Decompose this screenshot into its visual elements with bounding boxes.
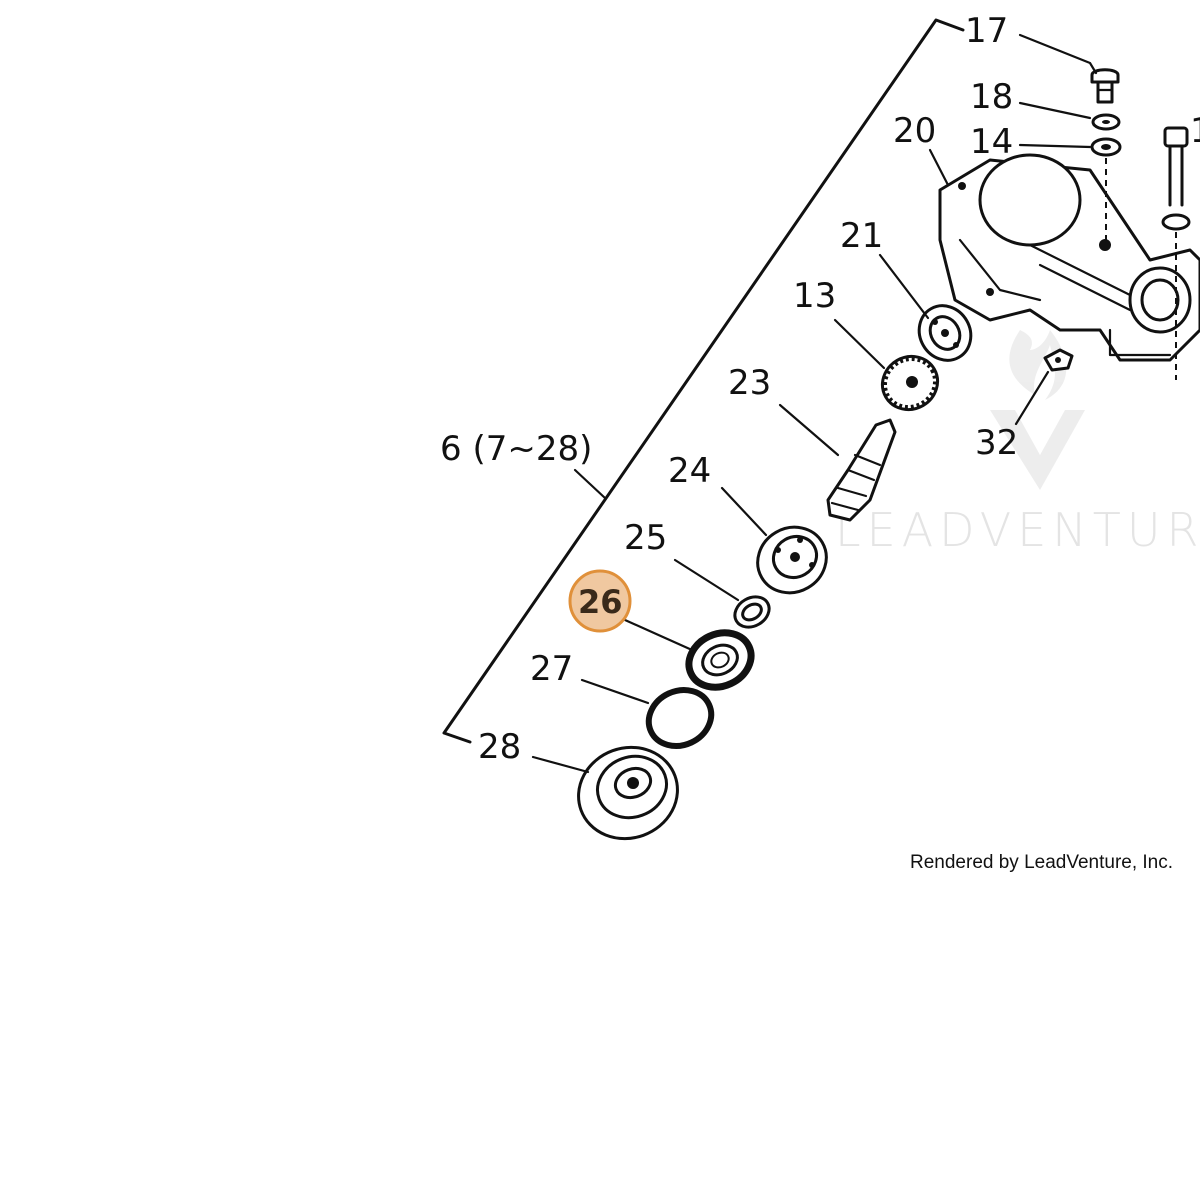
cover-part-28 [577, 745, 679, 841]
credit-text: Rendered by LeadVenture, Inc. [910, 852, 1173, 873]
nut-part-32 [1043, 348, 1074, 372]
label-part-18: 18 [970, 77, 1013, 117]
bearing-part-24 [756, 525, 828, 595]
label-part-partial: 1 [1190, 111, 1200, 151]
label-part-14: 14 [970, 122, 1013, 162]
seal-part-26 [685, 629, 755, 691]
label-part-32: 32 [975, 423, 1018, 463]
spacer-part-25 [733, 595, 771, 629]
label-part-28: 28 [478, 727, 521, 767]
bearing-part-21 [917, 304, 973, 362]
gear-housing-part-20 [938, 153, 1200, 362]
watermark-logo [990, 330, 1085, 490]
label-part-25: 25 [624, 518, 667, 558]
shaft-part-23 [826, 418, 897, 522]
washer-part-14 [1090, 137, 1122, 157]
label-part-20: 20 [893, 111, 936, 151]
label-part-24: 24 [668, 451, 711, 491]
watermark-text: LEADVENTUR [835, 503, 1200, 557]
assembly-label: 6 (7~28) [440, 429, 592, 469]
label-part-27: 27 [530, 649, 573, 689]
label-part-26[interactable]: 26 [578, 583, 623, 621]
gear-part-13 [880, 354, 940, 412]
highlight-marker[interactable] [568, 569, 632, 633]
bolt-right [1161, 126, 1191, 380]
oring-part-27 [645, 687, 715, 749]
label-part-21: 21 [840, 216, 883, 256]
label-part-17: 17 [965, 11, 1008, 51]
label-part-23: 23 [728, 363, 771, 403]
label-part-13: 13 [793, 276, 836, 316]
assembly-bracket [442, 18, 965, 744]
bolt-part-17 [1090, 68, 1120, 104]
leader-lines [531, 33, 1098, 774]
washer-part-18 [1091, 113, 1121, 131]
